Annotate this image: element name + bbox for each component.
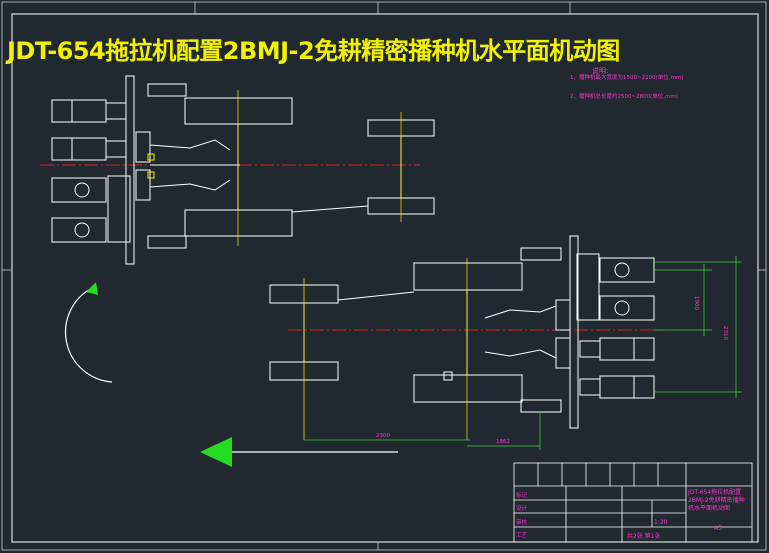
drive-shaft xyxy=(337,291,415,301)
curved-arrow-icon xyxy=(64,282,113,383)
hitch-part xyxy=(147,235,187,249)
dimension-d3: 2300 xyxy=(376,433,390,439)
title-block-sheet: 共2张 第1张 xyxy=(627,533,661,540)
opener-unit xyxy=(51,137,107,161)
opener-bracket xyxy=(105,140,127,158)
opener-unit xyxy=(51,99,107,123)
opener-bracket xyxy=(579,340,601,358)
dimension-d4: 1862 xyxy=(496,439,510,445)
title-block-frame xyxy=(513,462,753,543)
seed-box-wheel xyxy=(614,262,630,278)
hitch-part xyxy=(520,247,562,261)
tractor-rear-wheel xyxy=(413,262,523,291)
linkage xyxy=(149,139,231,151)
title-block-row: 标记 xyxy=(516,493,528,499)
opener-unit xyxy=(599,375,655,399)
hitch-part xyxy=(147,83,187,97)
title-block-row: 工艺 xyxy=(516,533,528,539)
seed-box xyxy=(599,257,655,283)
opener-bracket xyxy=(105,102,127,120)
dimension-lines xyxy=(304,256,742,450)
toolbar-plate xyxy=(107,175,131,243)
joint-marker xyxy=(147,153,155,161)
seed-box-wheel xyxy=(614,300,630,316)
opener-bracket xyxy=(579,378,601,396)
toolbar-frame xyxy=(125,75,135,265)
linkage xyxy=(484,349,557,359)
seed-box-wheel xyxy=(74,222,90,238)
left-arrow-icon xyxy=(200,437,398,467)
toolbar-frame xyxy=(569,235,579,429)
opener-unit xyxy=(599,337,655,361)
hitch-part xyxy=(555,299,571,331)
seed-box xyxy=(51,177,107,203)
hitch-part xyxy=(555,337,571,369)
seed-box-wheel xyxy=(74,182,90,198)
tractor-rear-wheel xyxy=(184,209,293,237)
title-block-scale: 1:20 xyxy=(654,519,668,526)
joint-marker xyxy=(147,171,155,179)
title-block xyxy=(513,462,753,543)
title-block-row: 设计 xyxy=(516,506,528,512)
seed-box xyxy=(599,295,655,321)
toolbar-plate xyxy=(576,253,600,321)
linkage xyxy=(484,305,557,319)
hitch-part xyxy=(135,131,151,163)
joint-marker xyxy=(443,371,453,381)
tractor-rear-wheel xyxy=(413,374,523,403)
note-item-1: 1、播种机最大宽度为1500~2100(单位,mm) xyxy=(570,75,684,81)
hitch-part xyxy=(520,399,562,413)
notes-heading: 说明: xyxy=(592,67,609,75)
title-block-number: A3 xyxy=(714,525,722,532)
dimension-d1: 1900 xyxy=(693,296,699,310)
lower-assembly xyxy=(269,235,665,440)
hitch-part xyxy=(135,169,151,201)
title-block-row: 审核 xyxy=(516,520,528,526)
dimension-d2: 2310 xyxy=(722,326,728,340)
linkage xyxy=(149,179,231,191)
tractor-rear-wheel xyxy=(184,97,293,125)
title-block-drawing-title: JDT-654拖拉机配置2BMJ-2免耕精密播种机水平面机动图 xyxy=(688,489,745,512)
upper-assembly xyxy=(40,75,435,265)
seed-box xyxy=(51,217,107,243)
drive-shaft xyxy=(291,205,369,213)
inner-frame xyxy=(11,13,759,543)
page-title: JDT-654拖拉机配置2BMJ-2免耕精密播种机水平面机动图 xyxy=(7,37,620,65)
note-item-2: 2、播种机总长度约2500~2800(单位,mm) xyxy=(570,94,678,100)
